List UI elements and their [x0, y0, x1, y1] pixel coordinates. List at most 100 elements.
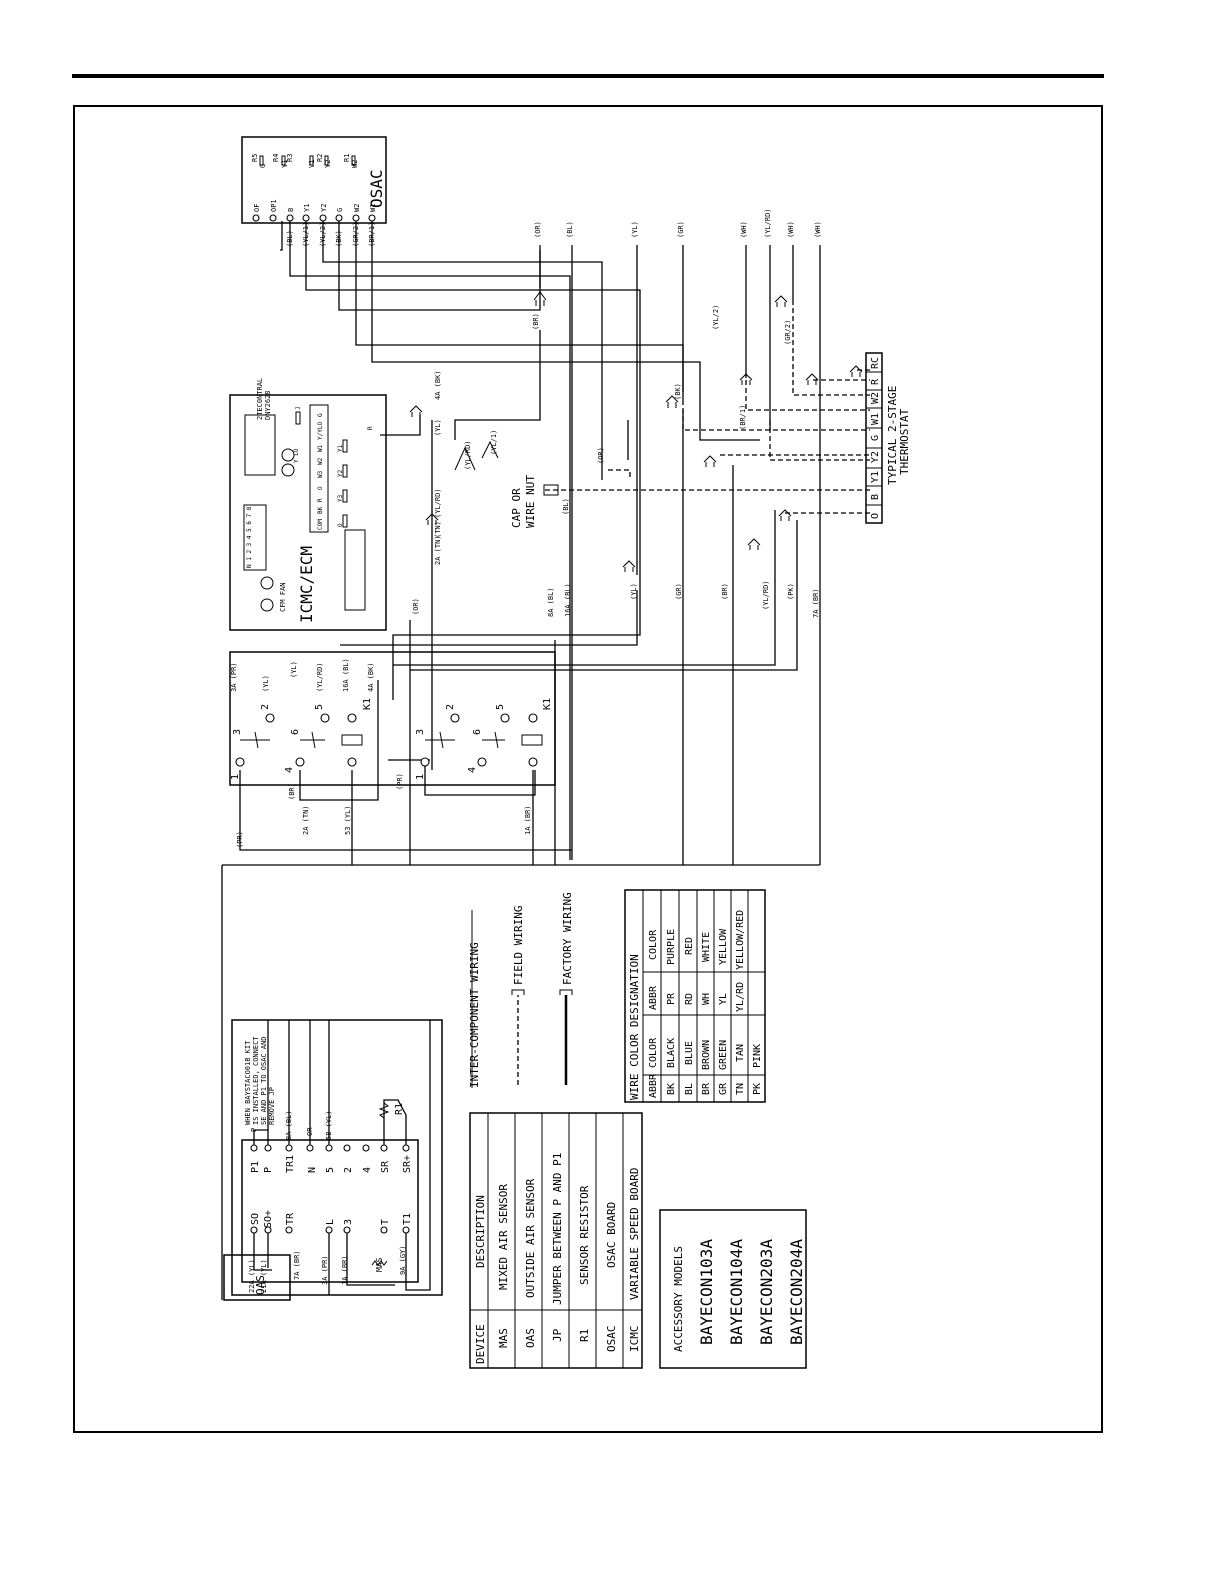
svg-text:YL/RD: YL/RD	[735, 982, 746, 1012]
accessory-model-3: BAYECON203A	[757, 1239, 776, 1345]
svg-text:RC: RC	[870, 357, 881, 369]
svg-text:R1: R1	[578, 1329, 591, 1342]
osac-terminal-labels: OF OP1 B Y1 Y2 G W2 W1	[253, 199, 377, 212]
svg-text:4A (BK): 4A (BK)	[367, 662, 375, 692]
svg-text:BLACK: BLACK	[666, 1038, 677, 1068]
svg-text:1A (BR): 1A (BR)	[524, 805, 532, 835]
osac-board: OSAC R5 G R4 Y1 R3 V1 R2 Y2 R1 W2	[241, 136, 387, 247]
svg-text:22A (YL): 22A (YL)	[248, 1259, 256, 1293]
svg-text:21A (YL): 21A (YL)	[260, 1259, 268, 1293]
wiring-legend: INTER-COMPONENT WIRING FIELD WIRING FACT…	[468, 892, 574, 1088]
svg-text:W1: W1	[870, 413, 881, 425]
svg-text:JUMPER BETWEEN P AND P1: JUMPER BETWEEN P AND P1	[551, 1153, 564, 1305]
svg-text:OR: OR	[306, 1127, 314, 1136]
icmc-board: ICMC/ECM 2TEC0NTRAL DNY2628 Y LO CFM FAN…	[229, 378, 387, 631]
svg-text:W2: W2	[870, 392, 881, 404]
svg-text:(YL): (YL)	[290, 661, 298, 678]
connectors	[409, 291, 863, 572]
svg-text:(YL/RD): (YL/RD)	[762, 580, 770, 610]
svg-text:COM: COM	[317, 519, 324, 530]
mid-wire-labels: 4A (BK) (YL) (YL/RD) (YL/1) (YL/2) (GR/2…	[412, 305, 820, 618]
svg-text:DESCRIPTION: DESCRIPTION	[474, 1195, 487, 1268]
cap-note-line2: WIRE NUT	[524, 475, 537, 528]
svg-text:(BL): (BL)	[566, 221, 574, 238]
svg-text:V1: V1	[308, 160, 316, 168]
icmc-part-1: 2TEC0NTRAL	[256, 378, 264, 420]
svg-text:OSAC BOARD: OSAC BOARD	[605, 1202, 618, 1268]
accessory-model-1: BAYECON103A	[697, 1239, 716, 1345]
svg-text:Y1: Y1	[870, 471, 881, 483]
oas-label: OAS	[254, 1275, 267, 1295]
color-table-rows: BK BLACK PR PURPLE BL BLUE RD RED BR BRO…	[666, 910, 763, 1095]
svg-text:6: 6	[472, 729, 483, 735]
svg-text:(YL): (YL)	[630, 583, 638, 600]
svg-text:W2: W2	[317, 457, 324, 465]
svg-text:OP1: OP1	[270, 199, 278, 212]
svg-text:W2: W2	[353, 204, 361, 212]
svg-text:TAN: TAN	[735, 1044, 746, 1062]
svg-text:BROWN: BROWN	[701, 1040, 712, 1070]
icmc-title: ICMC/ECM	[297, 546, 316, 623]
field-wires	[545, 300, 870, 514]
relay-block: 1 3 2 4 6 5 K1 1 3 2 4 6 5 K1 3A (PR) (Y…	[229, 651, 556, 848]
svg-text:GR: GR	[718, 1082, 729, 1095]
svg-text:Y3: Y3	[337, 494, 344, 502]
svg-text:16A (BL): 16A (BL)	[564, 583, 572, 617]
svg-text:L: L	[325, 1219, 336, 1225]
svg-text:(YL/RD): (YL/RD)	[464, 440, 472, 470]
svg-text:3: 3	[415, 729, 426, 735]
svg-text:BR: BR	[701, 1082, 712, 1095]
svg-text:R5: R5	[251, 154, 259, 162]
svg-text:(PR): (PR)	[236, 831, 244, 848]
svg-text:TN: TN	[735, 1083, 746, 1095]
svg-text:ABBR: ABBR	[648, 985, 659, 1010]
accessory-title: ACCESSORY MODELS	[672, 1246, 685, 1352]
svg-text:(YL/1): (YL/1)	[490, 430, 498, 455]
svg-text:WHITE: WHITE	[701, 932, 712, 962]
svg-text:8A (BL): 8A (BL)	[285, 1110, 293, 1140]
legend-title: INTER-COMPONENT WIRING	[468, 942, 481, 1088]
thermostat-subtitle: THERMOSTAT	[898, 408, 911, 475]
svg-text:(BK): (BK)	[674, 383, 682, 400]
legend-factory: FACTORY WIRING	[561, 892, 574, 985]
svg-text:(OR): (OR)	[597, 447, 605, 464]
icmc-fan-label: CFM FAN	[279, 582, 287, 612]
svg-text:OF: OF	[253, 204, 261, 212]
svg-text:6: 6	[290, 729, 301, 735]
top-wire-labels: (OR) (BL) (YL) (GR) (WH) (YL/RD) (WH) (W…	[534, 208, 822, 238]
svg-text:OSAC: OSAC	[605, 1326, 618, 1353]
svg-text:COLOR: COLOR	[648, 1037, 659, 1068]
svg-text:PR: PR	[666, 992, 677, 1005]
svg-text:BK: BK	[666, 1083, 677, 1095]
svg-text:1: 1	[230, 774, 241, 780]
icmc-terminal-labels: G Y/YLO W1 W2 W3 O R BK COM	[317, 413, 324, 530]
svg-text:O: O	[317, 486, 324, 490]
svg-text:GREEN: GREEN	[718, 1040, 729, 1070]
svg-text:DEVICE: DEVICE	[474, 1324, 487, 1364]
svg-text:ABBR: ABBR	[648, 1073, 659, 1098]
svg-text:16A (BL): 16A (BL)	[342, 658, 350, 692]
svg-text:MIXED AIR SENSOR: MIXED AIR SENSOR	[497, 1184, 510, 1290]
svg-text:Y2: Y2	[337, 469, 344, 477]
svg-text:K1: K1	[542, 698, 553, 710]
svg-text:Y1: Y1	[337, 444, 344, 452]
svg-text:T1: T1	[402, 1213, 413, 1225]
legend-field: FIELD WIRING	[512, 906, 525, 985]
diagram-frame	[73, 105, 1103, 1433]
svg-text:G: G	[336, 208, 344, 212]
svg-text:R3: R3	[286, 154, 294, 162]
svg-text:W3: W3	[317, 470, 324, 478]
svg-text:BLUE: BLUE	[684, 1041, 695, 1065]
svg-text:1A (BR): 1A (BR)	[341, 1255, 349, 1285]
oas-block: WHEN BAYSTACO01B KIT IS INSTALLED, CONNE…	[223, 1019, 443, 1301]
oas-right-terms: P1 P TR1 N 5 2 4 SR SR+	[250, 1155, 413, 1173]
svg-text:Y1: Y1	[303, 204, 311, 212]
svg-text:(TN): (TN)	[434, 521, 442, 538]
osac-terminals	[252, 214, 376, 222]
svg-text:8A (BL): 8A (BL)	[547, 587, 555, 617]
osac-title: OSAC	[367, 169, 386, 208]
svg-text:B: B	[870, 494, 881, 500]
svg-text:4: 4	[362, 1167, 373, 1173]
svg-text:BK: BK	[317, 506, 324, 514]
oas-note-1: WHEN BAYSTACO01B KIT	[244, 1040, 252, 1125]
